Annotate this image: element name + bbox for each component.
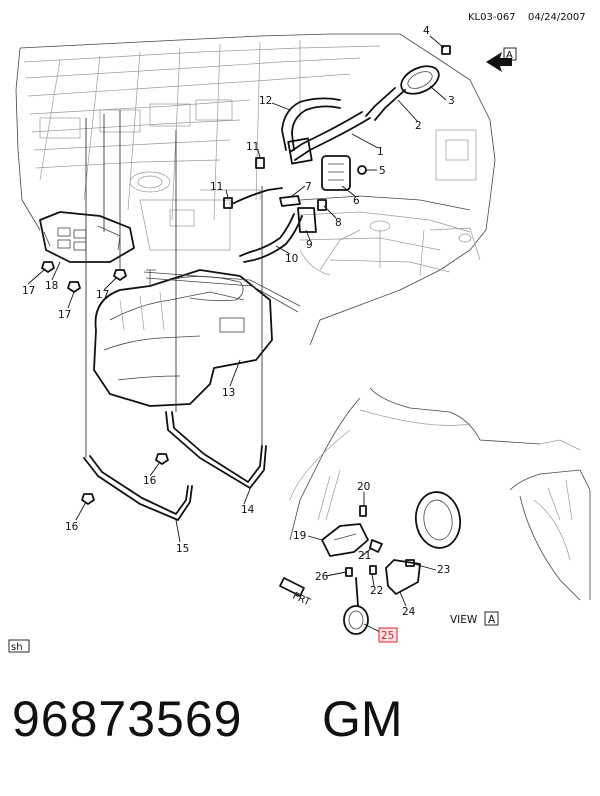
- callout-17a: 17: [22, 285, 35, 297]
- hose-part-10: [239, 213, 303, 263]
- callout-10: 10: [285, 253, 298, 265]
- view-a-arrow: A: [486, 47, 517, 72]
- callout-6: 6: [353, 195, 360, 207]
- callout-5: 5: [379, 165, 386, 177]
- callout-24: 24: [402, 606, 416, 618]
- front-marker: FRT: [291, 591, 313, 609]
- callout-2: 2: [415, 120, 422, 132]
- callout-25-highlight: [378, 627, 398, 643]
- callout-14: 14: [241, 504, 255, 516]
- callout-18: 18: [45, 280, 58, 292]
- view-a-detail: [279, 387, 591, 635]
- callout-16a: 16: [143, 475, 157, 487]
- callout-1: 1: [377, 146, 384, 158]
- callout-20: 20: [357, 481, 370, 493]
- callout-8: 8: [335, 217, 342, 229]
- callout-15: 15: [176, 543, 189, 555]
- callout-21: 21: [358, 550, 371, 562]
- callout-11a: 11: [246, 141, 259, 153]
- callout-13: 13: [222, 387, 235, 399]
- callouts: 4 3 2 1 5 6 7 8 9 10 11 11 12 13 14 15 1…: [22, 25, 455, 643]
- callout-25: 25: [381, 630, 394, 642]
- brand-name: GM: [322, 691, 403, 747]
- diagram-date: 04/24/2007: [528, 12, 586, 23]
- fuel-tank-part-13: [93, 269, 301, 407]
- view-a-box: [484, 611, 499, 626]
- callout-11b: 11: [210, 181, 223, 193]
- leader-lines: [27, 35, 447, 633]
- callout-16b: 16: [65, 521, 79, 533]
- callout-23: 23: [437, 564, 450, 576]
- svg-text:A: A: [506, 50, 513, 61]
- strap-part-15: [83, 455, 193, 521]
- underbody-structure: [15, 33, 496, 346]
- diagram-code: KL03-067: [468, 12, 516, 23]
- bolts-part-16: [81, 453, 169, 505]
- callout-22: 22: [370, 585, 383, 597]
- callout-19: 19: [293, 530, 306, 542]
- sh-badge: [8, 639, 30, 653]
- callout-17c: 17: [96, 289, 109, 301]
- view-a-label: VIEW: [450, 614, 478, 626]
- svg-text:A: A: [488, 614, 496, 626]
- callout-4: 4: [423, 25, 430, 37]
- callout-12: 12: [259, 95, 272, 107]
- part-number: 96873569: [12, 691, 243, 747]
- strap-part-14: [165, 411, 267, 489]
- callout-3: 3: [448, 95, 455, 107]
- svg-text:sh: sh: [11, 642, 23, 653]
- reference-lines: [85, 110, 263, 458]
- filler-pipe-assembly: [281, 45, 451, 165]
- callout-7: 7: [305, 181, 312, 193]
- callout-26: 26: [315, 571, 329, 583]
- callout-17b: 17: [58, 309, 71, 321]
- nuts-part-17: [41, 261, 127, 293]
- callout-9: 9: [306, 239, 313, 251]
